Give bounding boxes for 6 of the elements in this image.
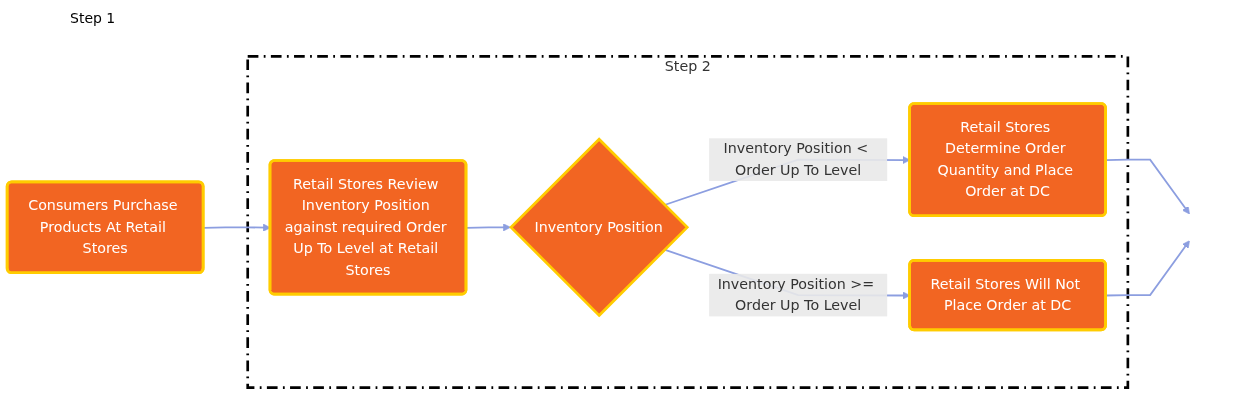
arrow (1105, 240, 1190, 297)
step-label: Step 1 (70, 10, 116, 26)
edge-label: Inventory Position >= Order Up To Level (717, 275, 875, 314)
node-diamond: Inventory Position (509, 137, 690, 318)
edge-label: Inventory Position < Order Up To Level (723, 140, 869, 179)
arrow (1105, 158, 1190, 215)
